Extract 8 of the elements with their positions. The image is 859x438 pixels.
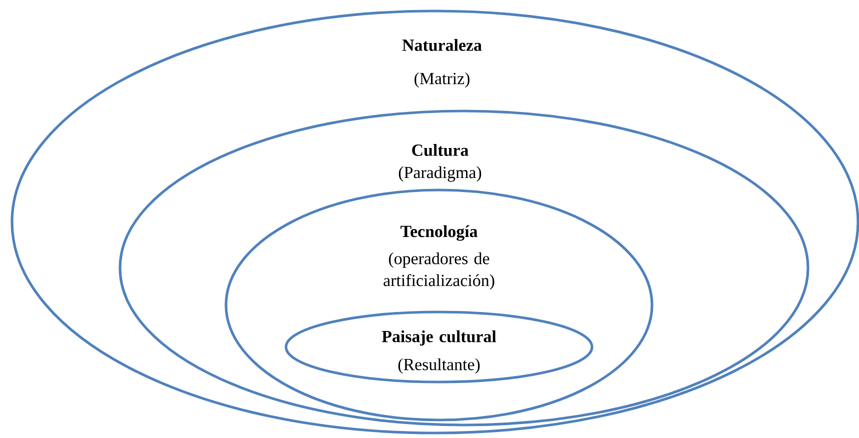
- ellipse-heading: Paisaje cultural: [382, 330, 496, 346]
- ellipse-subtitle: (operadores de artificialización): [384, 252, 494, 290]
- ellipse-subtitle: (Resultante): [398, 358, 480, 374]
- ellipse-heading: Naturaleza: [402, 39, 482, 51]
- ellipse-heading: Cultura: [412, 144, 468, 156]
- ellipse-subtitle: (Paradigma): [398, 166, 482, 182]
- ellipse-heading: Tecnología: [400, 225, 478, 241]
- ellipse-subtitle: (Matriz): [414, 72, 470, 88]
